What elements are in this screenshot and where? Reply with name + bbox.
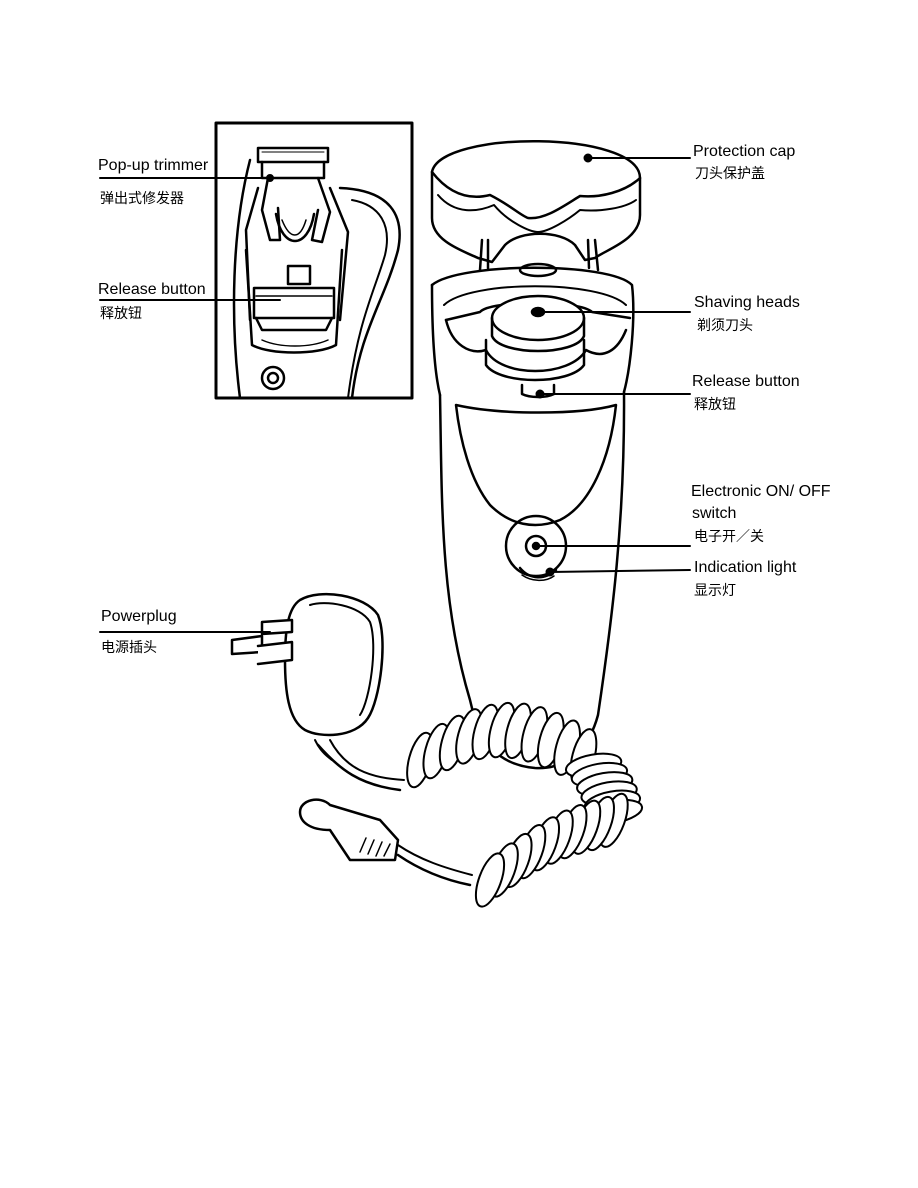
onoff-switch-label-zh: 电子开／关 (694, 529, 764, 545)
powerplug-label: Powerplug (101, 608, 177, 625)
coiled-cord-drawing (406, 701, 644, 908)
popup-trimmer-label: Pop-up trimmer (98, 157, 209, 174)
callout-lines (99, 153, 691, 633)
protection-cap-drawing (430, 140, 642, 272)
coil-loop (474, 852, 506, 908)
shaver-body-drawing (430, 262, 635, 770)
release-button-label: Release button (692, 373, 800, 390)
powerplug-drawing (230, 592, 473, 887)
protection-cap-label-zh: 刀头保护盖 (695, 166, 765, 182)
onoff-switch-label-line2: switch (692, 505, 737, 522)
protection-cap-label: Protection cap (693, 143, 796, 160)
shaving-heads-label: Shaving heads (694, 294, 800, 311)
powerplug-label-zh: 电源插头 (101, 640, 157, 656)
indication-light-label: Indication light (694, 559, 797, 576)
inset-release-button-label: Release button (98, 281, 206, 298)
popup-trimmer-label-zh: 弹出式修发器 (100, 191, 184, 207)
onoff-switch-label: Electronic ON/ OFF (691, 483, 831, 500)
release-button-label-zh: 释放钮 (694, 397, 736, 413)
indication-light-label-zh: 显示灯 (694, 583, 736, 599)
inset-trimmer-view (214, 121, 414, 400)
shaving-heads-label-zh: 剃须刀头 (697, 318, 753, 334)
inset-release-button-label-zh: 释放钮 (100, 306, 142, 322)
